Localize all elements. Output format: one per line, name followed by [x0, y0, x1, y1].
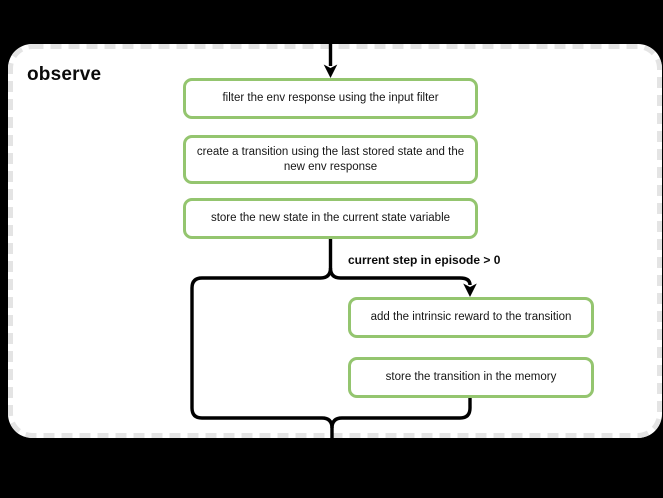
node-label: create a transition using the last store… [196, 145, 465, 173]
node-label: add the intrinsic reward to the transiti… [370, 311, 572, 323]
node-filter-env-response: filter the env response using the input … [183, 78, 478, 119]
node-create-transition: create a transition using the last store… [183, 135, 478, 184]
node-label: store the new state in the current state… [210, 212, 451, 224]
panel-title: observe [27, 64, 102, 85]
node-store-transition: store the transition in the memory [348, 357, 594, 398]
branch-condition-label: current step in episode > 0 [348, 253, 501, 267]
node-store-new-state: store the new state in the current state… [183, 198, 478, 239]
node-label: filter the env response using the input … [222, 92, 439, 104]
node-label: store the transition in the memory [385, 371, 557, 383]
node-add-intrinsic-reward: add the intrinsic reward to the transiti… [348, 297, 594, 338]
